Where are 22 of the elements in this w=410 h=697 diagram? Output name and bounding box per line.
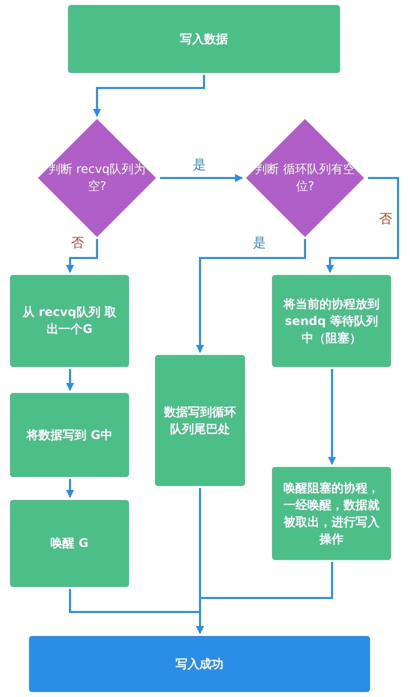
process-box: 将当前的协程放到 sendq 等待队列中（阻塞） — [272, 275, 391, 367]
process-box: 唤醒 G — [10, 500, 129, 587]
process-box: 将数据写到 G中 — [10, 393, 129, 477]
arrow — [93, 75, 205, 117]
arrow — [66, 369, 74, 391]
arrow — [66, 479, 74, 498]
arrow — [66, 239, 98, 273]
decision-diamond: 判断 recvq队列为空? — [38, 119, 156, 237]
arrow — [328, 369, 336, 465]
edge-label: 否 — [378, 212, 393, 227]
edge-label: 是 — [252, 236, 267, 251]
edge-label: 是 — [192, 158, 207, 173]
process-box: 唤醒阻塞的协程，一经唤醒，数据就被取出，进行写入操作 — [272, 467, 391, 560]
process-box: 数据写到循环队列尾巴处 — [155, 355, 245, 486]
arrow — [160, 174, 243, 182]
arrow — [326, 177, 399, 273]
process-box: 写入数据 — [68, 5, 340, 73]
arrow — [196, 239, 306, 353]
edge-label: 否 — [70, 236, 85, 251]
end-box: 写入成功 — [29, 636, 370, 692]
process-box: 从 recvq队列 取出一个G — [10, 275, 129, 367]
arrow — [196, 562, 333, 634]
